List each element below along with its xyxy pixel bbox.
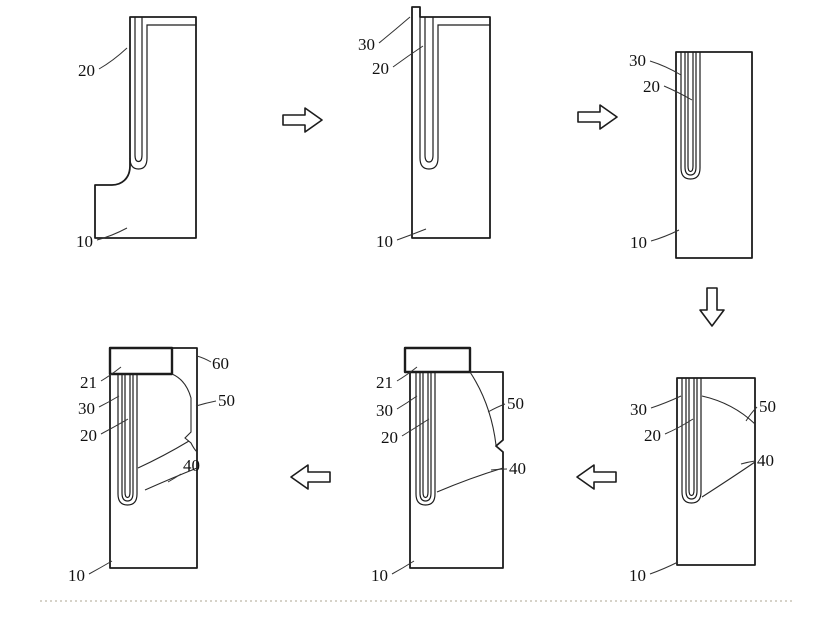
ref-label-20: 20 <box>381 428 398 447</box>
ref-label-30: 30 <box>376 401 393 420</box>
leader-line-30 <box>378 16 411 44</box>
ref-label-20: 20 <box>78 61 95 80</box>
ref-label-30: 30 <box>358 35 375 54</box>
trench-liner-outline <box>685 378 698 500</box>
leader-line-40 <box>490 468 508 471</box>
leader-line-20 <box>392 45 424 68</box>
trench-liner-outline <box>419 17 490 170</box>
trench-slot-outline <box>688 378 695 497</box>
ref-label-40: 40 <box>183 456 200 475</box>
region-boundary-60 <box>171 373 198 453</box>
leader-line-30 <box>649 60 682 76</box>
trench-liner-outline <box>684 52 697 176</box>
ref-label-10: 10 <box>630 233 647 252</box>
leader-line-20 <box>663 85 693 101</box>
substrate-outline <box>411 6 491 239</box>
leader-line-10 <box>391 560 415 575</box>
trench-outer-outline <box>681 378 702 504</box>
trench-slot-outline <box>424 17 434 163</box>
ref-label-60: 60 <box>212 354 229 373</box>
leader-line-60 <box>196 355 212 363</box>
region-boundary-50 <box>469 371 497 446</box>
leader-line-10 <box>649 561 679 575</box>
ref-label-20: 20 <box>644 426 661 445</box>
ref-label-20: 20 <box>80 426 97 445</box>
trench-slot-outline <box>422 372 429 499</box>
leader-line-50 <box>745 406 758 422</box>
leader-line-10 <box>96 227 128 241</box>
leader-line-21 <box>100 366 122 382</box>
ref-label-20: 20 <box>643 77 660 96</box>
leader-line-10 <box>88 560 113 575</box>
ref-label-30: 30 <box>630 400 647 419</box>
region-boundary-40 <box>144 467 198 491</box>
leader-line-50 <box>487 403 506 413</box>
ref-label-40: 40 <box>509 459 526 478</box>
ref-label-40: 40 <box>757 451 774 470</box>
leader-line-21 <box>396 366 418 382</box>
leader-line-20 <box>664 418 694 435</box>
panel-step-6: 30 20 50 40 10 <box>629 377 776 585</box>
panel-step-1: 20 10 <box>76 16 197 251</box>
substrate-outline <box>94 16 197 239</box>
region-boundary-40 <box>436 467 504 493</box>
substrate-outline <box>409 371 504 569</box>
ref-label-10: 10 <box>376 232 393 251</box>
leader-line-20 <box>401 418 430 437</box>
ref-label-30: 30 <box>629 51 646 70</box>
ref-label-20: 20 <box>372 59 389 78</box>
ref-label-50: 50 <box>759 397 776 416</box>
arrow-right-icon <box>577 104 618 130</box>
ref-label-50: 50 <box>507 394 524 413</box>
trench-slot-outline <box>687 52 694 173</box>
trench-slot-outline <box>134 17 143 163</box>
trench-liner-outline <box>121 374 134 502</box>
trench-outer-outline <box>680 52 701 180</box>
ref-label-21: 21 <box>80 373 97 392</box>
leader-line-50 <box>195 400 217 407</box>
cap-outline <box>108 346 174 376</box>
leader-line-20 <box>98 47 128 70</box>
leader-line-30 <box>98 395 120 408</box>
arrow-left-icon <box>576 464 617 490</box>
trench-outer-outline <box>415 372 436 506</box>
region-boundary-50 <box>137 440 190 469</box>
panel-step-3: 30 20 10 <box>629 51 753 259</box>
arrow-left-icon <box>290 464 331 490</box>
ref-label-10: 10 <box>629 566 646 585</box>
ref-label-50: 50 <box>218 391 235 410</box>
arrow-right-icon <box>282 107 323 133</box>
trench-slot-outline <box>124 374 131 499</box>
ref-label-10: 10 <box>76 232 93 251</box>
leader-line-30 <box>650 395 682 409</box>
trench-liner-outline <box>129 24 196 170</box>
substrate-outline <box>675 51 753 259</box>
panel-step-5: 21 30 20 50 40 10 <box>371 346 526 585</box>
trench-outer-outline <box>117 374 138 506</box>
arrow-down-icon <box>699 287 725 327</box>
panel-step-4: 21 30 20 60 50 40 10 <box>68 346 235 585</box>
leader-line-10 <box>396 228 427 241</box>
leader-line-20 <box>100 418 129 435</box>
substrate-outline <box>676 377 756 566</box>
panel-step-2: 30 20 10 <box>358 6 491 251</box>
trench-liner-outline <box>419 372 432 502</box>
leader-line-40 <box>740 460 756 465</box>
region-boundary-50 <box>701 395 756 425</box>
ref-label-30: 30 <box>78 399 95 418</box>
region-boundary-40 <box>701 461 756 498</box>
ref-label-10: 10 <box>68 566 85 585</box>
leader-line-10 <box>650 229 680 242</box>
leader-line-30 <box>396 395 418 410</box>
ref-label-21: 21 <box>376 373 393 392</box>
ref-label-10: 10 <box>371 566 388 585</box>
leader-line-40 <box>167 473 182 483</box>
